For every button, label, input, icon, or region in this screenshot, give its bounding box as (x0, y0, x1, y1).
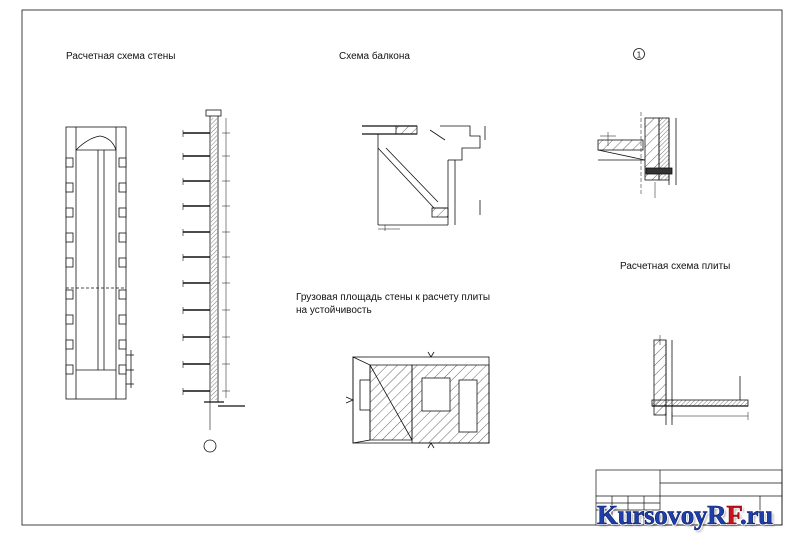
slab-scheme-title: Расчетная схема плиты (620, 261, 731, 272)
wall-elevation (65, 126, 134, 400)
load-area-title-line2: на устойчивость (296, 305, 372, 316)
node-detail (597, 112, 677, 198)
load-area-plan (345, 351, 490, 449)
slab-design-scheme (651, 335, 749, 425)
watermark-part-1: KursovoyR (597, 500, 727, 531)
load-area-title-line1: Грузовая площадь стены к расчету плиты (296, 292, 491, 303)
node-marker-label: 1 (637, 51, 642, 60)
watermark-part-2: F (726, 500, 741, 531)
balcony-scheme-title: Схема балкона (339, 51, 410, 62)
wall-scheme-title: Расчетная схема стены (66, 51, 176, 62)
balcony-scheme (362, 125, 486, 231)
sheet-frame (21, 9, 783, 526)
node-marker: 1 (633, 48, 645, 60)
title-block (595, 469, 783, 526)
wall-design-column (182, 109, 245, 453)
watermark-part-3: .ru (740, 500, 774, 531)
site-watermark-logo: KursovoyRF.ru (597, 500, 774, 531)
wall-column-hatch (211, 118, 217, 400)
